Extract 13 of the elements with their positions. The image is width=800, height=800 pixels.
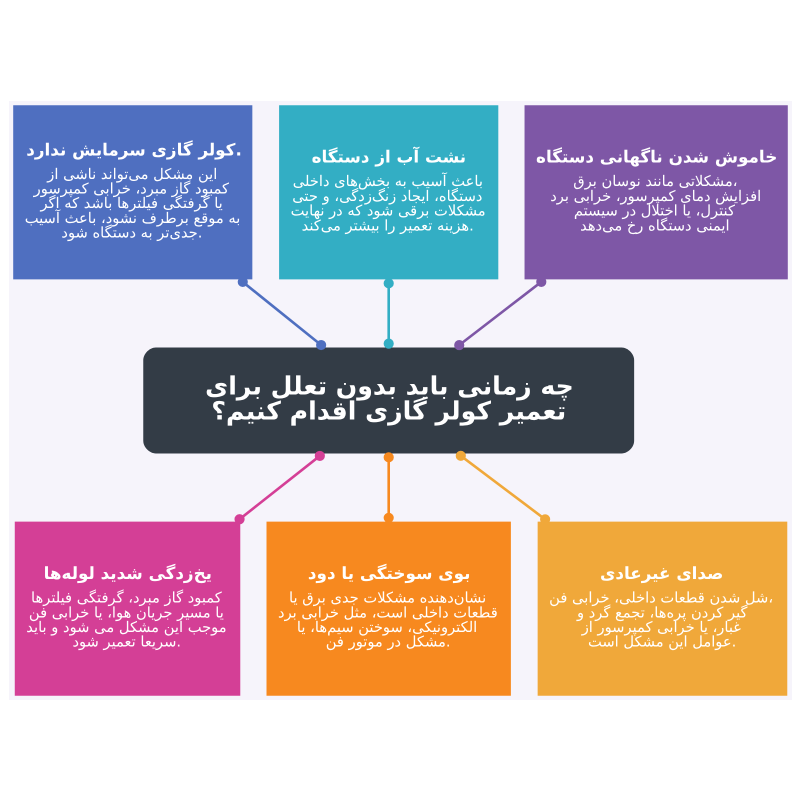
node-box: نشت آب از دستگاه باعث آسیب به بخش‌های داخلی دستگاه، ایجاد زنگ‌زدگی، و حتی مشکلات برقی شود که در نهایت هزینه تعمیر را بیشتر می‌کند. — [278, 104, 498, 279]
node-box: بوی سوختگی یا دود نشان‌دهنده مشکلات جدی برق یا قطعات داخلی است، مثل خرابی برد الکترونیکی، سوختن سیم‌ها، یا مشکل در موتور فن. — [266, 521, 510, 696]
node-box: صدای غیرعادی شل شدن قطعات داخلی، خرابی فن، گیر کردن پره‌ها، تجمع گرد و غبار، یا خرابی کمپرسور از عوامل این مشکل است. — [537, 521, 787, 696]
node-box: کولر گازی سرمایش ندارد. این مشکل می‌تواند ناشی از کمبود گاز مبرد، خرابی کمپرسور یا گرفتگی فیلترها باشد که اگر به موقع برطرف نشود، باعث آسیب جدی‌تر به دستگاه شود. — [12, 104, 252, 279]
node-box: خاموش شدن ناگهانی دستگاه مشکلاتی مانند نوسان برق، افزایش دمای کمپرسور، خرابی برد کنترل، یا اختلال در سیستم ایمنی دستگاه رخ می‌دهد — [524, 104, 788, 279]
connector — [383, 452, 394, 522]
connector — [454, 276, 546, 350]
node-box: یخ‌زدگی شدید لوله‌ها کمبود گاز مبرد، گرفتگی فیلترها یا مسیر جریان هوا، یا خرابی فن موجب این مشکل می شود و باید سریعا تعمیر شود. — [14, 521, 240, 696]
node-box: چه زمانی باید بدون تعلل برای تعمیر کولر گازی اقدام کنیم؟ — [142, 347, 634, 453]
connector — [237, 276, 326, 350]
connector — [455, 450, 550, 524]
connector — [383, 278, 394, 348]
connector — [234, 450, 324, 524]
